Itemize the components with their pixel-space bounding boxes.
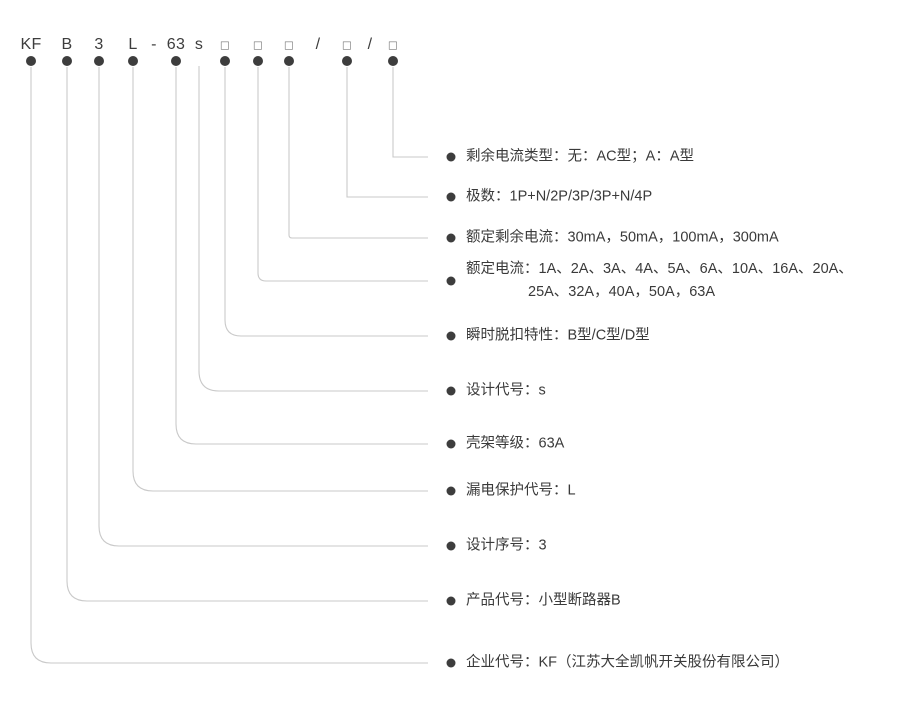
leader-line-enterprise-code [30,67,428,664]
callout-dot-design-sequence-number [446,541,456,551]
callout-label-instantaneous-trip-characteristic: 瞬时脱扣特性：B型/C型/D型 [466,325,650,348]
anchor-dot-kf [26,56,36,66]
code-symbol-sq1: □ [220,37,230,53]
code-symbol-sq3: □ [284,37,294,53]
callout-label-line1: 额定电流：1A、2A、3A、4A、5A、6A、10A、16A、20A、 [466,261,853,277]
leader-line-frame-rating [175,67,428,445]
code-symbol-sl2: / [367,36,373,53]
callout-label-line1: 极数：1P+N/2P/3P/3P+N/4P [466,188,653,205]
callout-dot-rated-current [446,276,456,286]
callout-label-line1: 产品代号：小型断路器B [466,592,621,609]
leader-line-rated-residual-current [288,67,428,239]
anchor-dot-sq3 [284,56,294,66]
callout-label-rated-current: 额定电流：1A、2A、3A、4A、5A、6A、10A、16A、20A、 25A、3… [466,258,853,304]
callout-label-line1: 壳架等级：63A [466,435,565,452]
code-symbol-sq5: □ [388,37,398,53]
anchor-dot-sq2 [253,56,263,66]
callout-label-line1: 剩余电流类型：无：AC型；A：A型 [466,148,694,165]
leader-line-pole-count [346,67,428,198]
leader-line-design-code [198,66,428,392]
anchor-dot-l [128,56,138,66]
code-symbol-kf: KF [20,36,42,53]
code-symbol-b: B [61,36,73,53]
callout-label-design-sequence-number: 设计序号：3 [466,535,547,558]
code-symbol-sq4: □ [342,37,352,53]
code-symbol-63: 63 [166,36,186,53]
anchor-dot-3 [94,56,104,66]
callout-dot-earth-leakage-protection-code [446,486,456,496]
callout-label-enterprise-code: 企业代号：KF（江苏大全凯帆开关股份有限公司） [466,652,789,675]
callout-label-design-code: 设计代号：s [466,380,546,403]
leader-line-instantaneous-trip-characteristic [224,67,428,337]
callout-label-residual-current-type: 剩余电流类型：无：AC型；A：A型 [466,146,694,169]
callout-label-line1: 设计代号：s [466,382,546,399]
leader-line-rated-current [257,67,428,282]
callout-dot-pole-count [446,192,456,202]
callout-label-line1: 漏电保护代号：L [466,482,576,499]
callout-dot-product-code [446,596,456,606]
leader-line-residual-current-type [392,67,428,158]
callout-label-line1: 额定剩余电流：30mA，50mA，100mA，300mA [466,229,779,246]
code-symbol-l: L [128,36,138,53]
callout-label-product-code: 产品代号：小型断路器B [466,590,621,613]
leader-line-design-sequence-number [98,67,428,547]
code-symbol-dash: - [151,36,157,53]
leader-line-product-code [66,67,428,602]
callout-label-line1: 瞬时脱扣特性：B型/C型/D型 [466,327,650,344]
callout-dot-enterprise-code [446,658,456,668]
callout-dot-frame-rating [446,439,456,449]
callout-label-pole-count: 极数：1P+N/2P/3P/3P+N/4P [466,186,652,209]
code-symbol-s: s [194,36,204,53]
anchor-dot-sq4 [342,56,352,66]
leader-line-earth-leakage-protection-code [132,67,428,492]
callout-label-rated-residual-current: 额定剩余电流：30mA，50mA，100mA，300mA [466,227,779,250]
anchor-dot-63 [171,56,181,66]
code-symbol-3: 3 [94,36,104,53]
callout-dot-rated-residual-current [446,233,456,243]
callout-label-earth-leakage-protection-code: 漏电保护代号：L [466,480,576,503]
callout-label-line2: 25A、32A，40A，50A，63A [528,284,715,300]
code-symbol-sl1: / [315,36,321,53]
anchor-dot-sq5 [388,56,398,66]
callout-dot-design-code [446,386,456,396]
callout-dot-instantaneous-trip-characteristic [446,331,456,341]
anchor-dot-sq1 [220,56,230,66]
callout-label-line1: 设计序号：3 [466,537,547,554]
anchor-dot-b [62,56,72,66]
code-symbol-sq2: □ [253,37,263,53]
callout-dot-residual-current-type [446,152,456,162]
callout-label-frame-rating: 壳架等级：63A [466,433,564,456]
callout-label-line1: 企业代号：KF（江苏大全凯帆开关股份有限公司） [466,654,790,671]
